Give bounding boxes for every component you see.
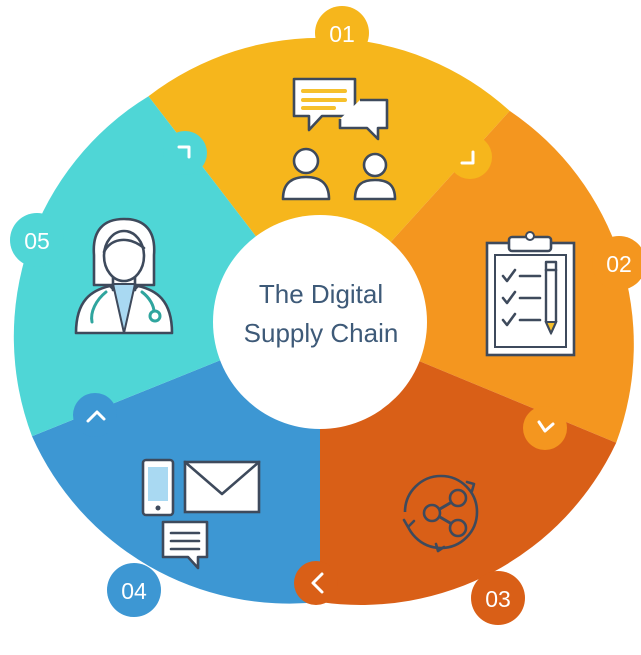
connector-02-03 [523, 406, 567, 450]
center-title-line-1: The Digital [259, 279, 383, 309]
segment-01 [148, 37, 510, 320]
badge-03: 03 [471, 571, 525, 625]
clipboard-checklist-icon [485, 231, 576, 357]
center-hub: The Digital Supply Chain [213, 215, 427, 429]
conversation-people-icon [281, 77, 397, 201]
segment-05 [13, 96, 321, 437]
center-title-line-2: Supply Chain [244, 318, 399, 348]
badge-01: 01 [315, 6, 369, 60]
badge-01-label: 01 [329, 21, 355, 47]
share-network-icon [402, 474, 479, 553]
segment-02 [320, 110, 634, 443]
badge-02: 02 [592, 236, 641, 290]
badge-05: 05 [10, 213, 64, 267]
badge-02-label: 02 [606, 251, 632, 277]
connector-04-05 [73, 393, 117, 437]
badge-04: 04 [107, 563, 161, 617]
phone-mail-chat-icon [141, 458, 261, 570]
connector-01-02 [448, 135, 492, 179]
connector-05-01 [163, 131, 207, 175]
doctor-icon [74, 217, 174, 335]
badge-03-label: 03 [485, 586, 511, 612]
badge-05-label: 05 [24, 228, 50, 254]
connector-03-04 [294, 561, 338, 605]
badge-04-label: 04 [121, 578, 147, 604]
